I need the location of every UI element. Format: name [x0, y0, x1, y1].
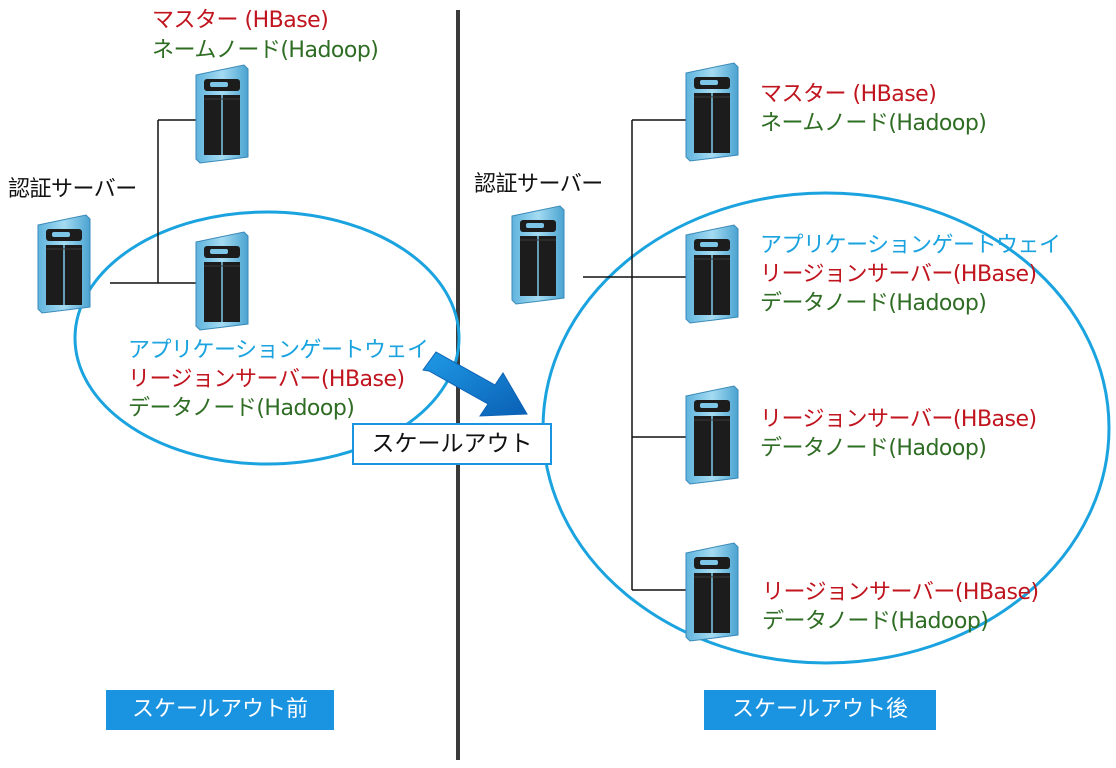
after-caption: スケールアウト後 — [704, 690, 936, 730]
after-master-server-icon — [685, 62, 739, 162]
after-node1-region-label: リージョンサーバー(HBase) — [760, 262, 1037, 287]
after-auth-server-icon — [511, 205, 565, 305]
after-node1-server-icon — [685, 224, 739, 324]
after-node3-data-label: データノード(Hadoop) — [762, 609, 989, 634]
after-node1-data-label: データノード(Hadoop) — [760, 291, 987, 316]
scale-out-arrow-icon — [422, 351, 528, 417]
before-gateway-label: アプリケーションゲートウェイ — [128, 338, 429, 363]
before-master-hadoop-label: ネームノード(Hadoop) — [152, 38, 379, 63]
before-data-node-label: データノード(Hadoop) — [128, 396, 355, 421]
after-node3-region-label: リージョンサーバー(HBase) — [762, 580, 1039, 605]
before-auth-server-icon — [37, 214, 91, 314]
before-region-server-label: リージョンサーバー(HBase) — [128, 367, 405, 392]
before-cluster-ellipse — [73, 210, 461, 466]
after-node3-server-icon — [685, 542, 739, 642]
after-node2-region-label: リージョンサーバー(HBase) — [760, 407, 1037, 432]
after-node2-data-label: データノード(Hadoop) — [760, 436, 987, 461]
after-master-hbase-label: マスター (HBase) — [760, 82, 937, 107]
before-master-hbase-label: マスター (HBase) — [152, 8, 329, 33]
before-master-server-icon — [195, 64, 249, 164]
after-node2-server-icon — [685, 385, 739, 485]
after-auth-server-label: 認証サーバー — [474, 172, 603, 197]
scale-out-label: スケールアウト — [352, 423, 552, 465]
after-master-hadoop-label: ネームノード(Hadoop) — [760, 111, 987, 136]
before-node-server-icon — [195, 231, 249, 331]
before-caption: スケールアウト前 — [106, 690, 334, 730]
before-auth-server-label: 認証サーバー — [8, 177, 137, 202]
after-node1-gateway-label: アプリケーションゲートウェイ — [760, 233, 1061, 258]
